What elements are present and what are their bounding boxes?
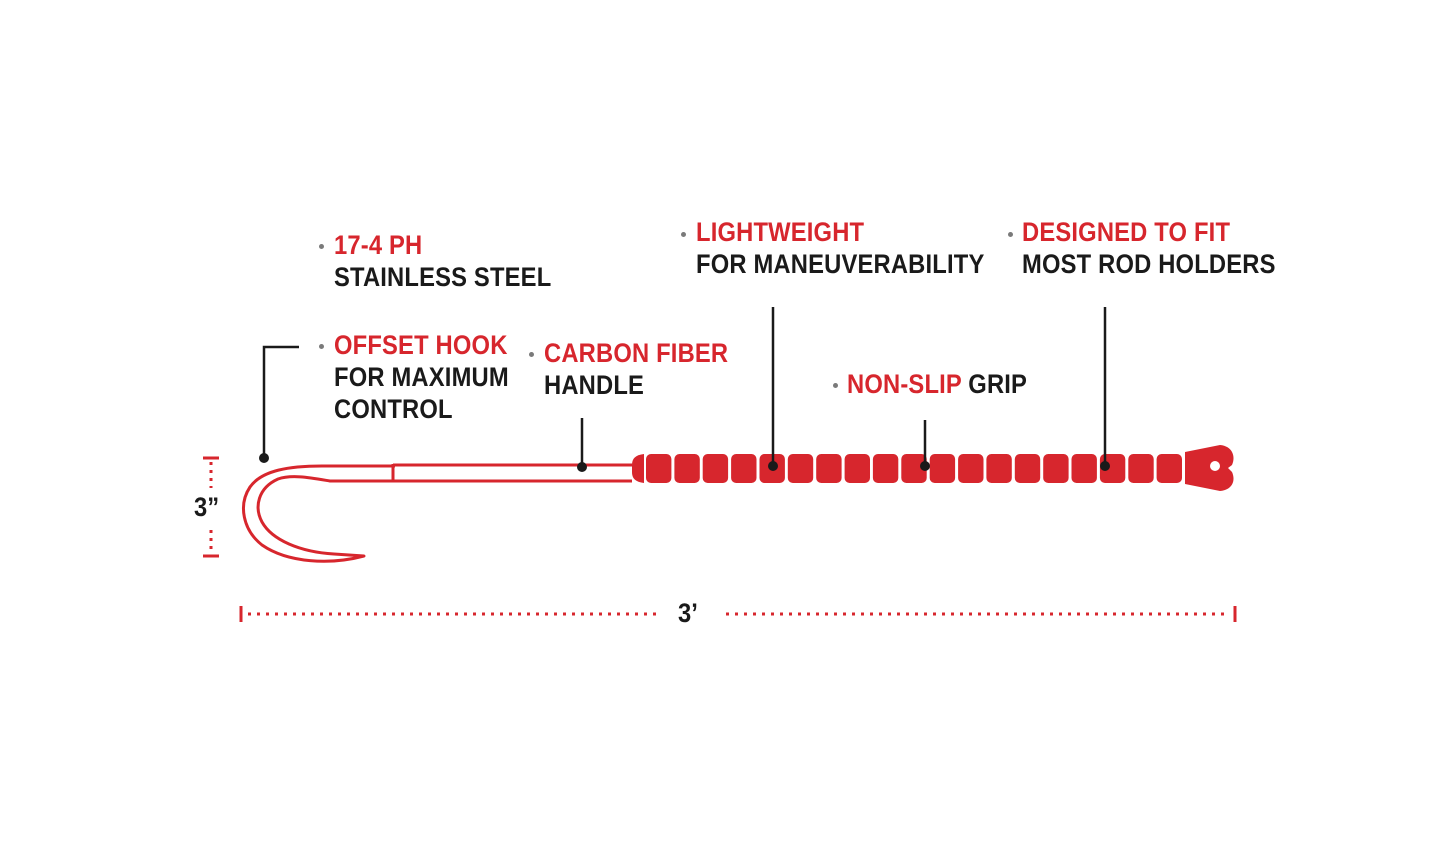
- offset-hook: [242, 464, 395, 563]
- callout-carbon-highlight: CARBON FIBER: [544, 338, 729, 368]
- callout-rod-holders: DESIGNED TO FIT MOST ROD HOLDERS: [1022, 216, 1276, 280]
- non-slip-grip: [632, 454, 1182, 483]
- grip-segment: [1156, 454, 1182, 483]
- callout-hook-highlight: OFFSET HOOK: [334, 330, 508, 360]
- grip-segment: [986, 454, 1012, 483]
- grip-taper: [632, 454, 644, 483]
- grip-segment: [872, 454, 899, 483]
- hook-height-label: 3”: [194, 492, 220, 522]
- grip-segment: [901, 454, 927, 483]
- grip-segment: [702, 454, 729, 483]
- grip-segment: [958, 454, 984, 483]
- bullet-carbon: [529, 352, 534, 357]
- leader-dots: [259, 453, 1110, 472]
- callout-fit-highlight: DESIGNED TO FIT: [1022, 217, 1231, 247]
- grip-segment: [1014, 454, 1041, 483]
- leader-lines: [262, 307, 1107, 466]
- callout-grip-detail: GRIP: [961, 369, 1028, 399]
- callout-hook-detail-2: CONTROL: [334, 394, 453, 424]
- bullet-lightweight: [681, 232, 686, 237]
- grip-segment: [1043, 454, 1069, 483]
- end-cap-hole: [1210, 461, 1220, 471]
- callout-lightweight-highlight: LIGHTWEIGHT: [696, 217, 865, 247]
- total-length-dimension: [239, 606, 1237, 622]
- bullet-steel: [319, 244, 324, 249]
- grip-segment: [929, 454, 956, 483]
- bullet-grip: [833, 383, 838, 388]
- grip-segment: [787, 454, 814, 483]
- grip-segment: [674, 454, 700, 483]
- bullet-fit: [1008, 232, 1013, 237]
- callout-steel-highlight: 17-4 PH: [334, 230, 423, 260]
- bullet-hook: [319, 344, 324, 349]
- callout-non-slip-grip: NON-SLIP GRIP: [847, 368, 1027, 400]
- grip-segment: [1128, 454, 1154, 483]
- grip-segment: [1071, 454, 1097, 483]
- callout-steel-detail: STAINLESS STEEL: [334, 262, 552, 292]
- callout-hook-detail-1: FOR MAXIMUM: [334, 362, 509, 392]
- callout-lightweight-detail: FOR MANEUVERABILITY: [696, 249, 985, 279]
- grip-segment: [646, 454, 672, 483]
- end-cap: [1185, 445, 1234, 491]
- callout-fit-detail: MOST ROD HOLDERS: [1022, 249, 1276, 279]
- grip-segment: [816, 454, 842, 483]
- callout-offset-hook: OFFSET HOOK FOR MAXIMUM CONTROL: [334, 329, 509, 425]
- hook-height-dimension: [203, 456, 219, 558]
- callout-grip-highlight: NON-SLIP: [847, 369, 962, 399]
- carbon-shaft: [391, 463, 632, 483]
- total-length-label: 3’: [678, 598, 698, 628]
- grip-segment: [731, 454, 757, 483]
- grip-segment: [844, 454, 870, 483]
- callout-carbon-fiber: CARBON FIBER HANDLE: [544, 337, 728, 401]
- callout-lightweight: LIGHTWEIGHT FOR MANEUVERABILITY: [696, 216, 984, 280]
- callout-carbon-detail: HANDLE: [544, 370, 645, 400]
- callout-stainless-steel: 17-4 PH STAINLESS STEEL: [334, 229, 551, 293]
